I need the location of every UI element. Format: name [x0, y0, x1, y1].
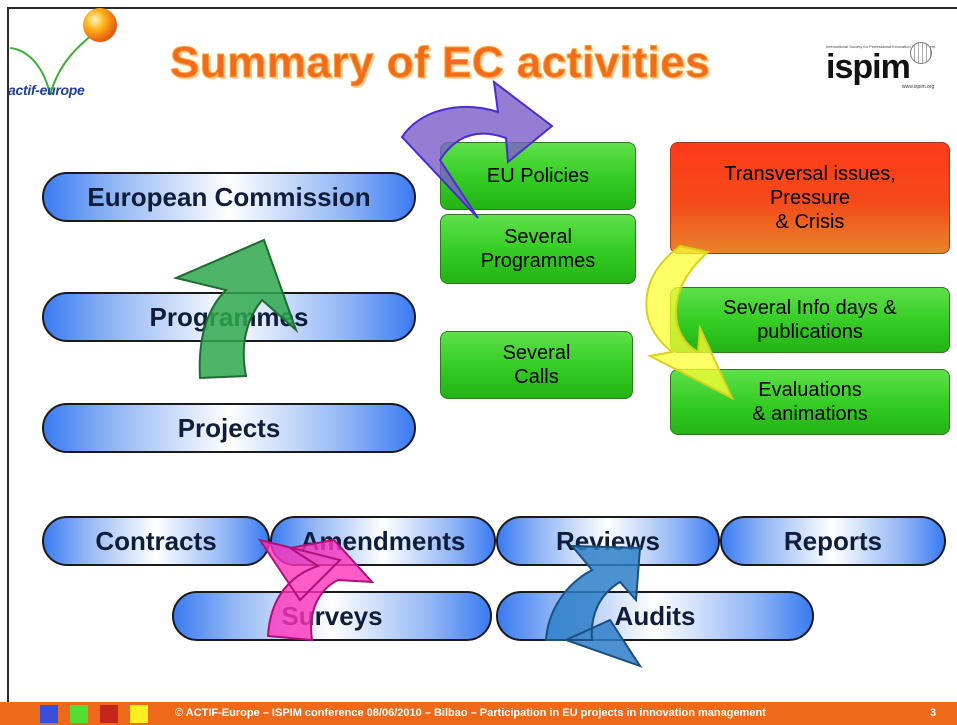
box-transversal-issues: Transversal issues, Pressure & Crisis	[670, 142, 950, 254]
slide-title: Summary of EC activities	[169, 38, 711, 88]
footer-square-yellow	[130, 705, 148, 723]
pill-projects: Projects	[42, 403, 416, 453]
ispim-logo: International Society for Professional I…	[826, 40, 957, 100]
pill-contracts: Contracts	[42, 516, 270, 566]
footer-square-green	[70, 705, 88, 723]
ispim-logo-tagline: International Society for Professional I…	[826, 44, 936, 49]
box-several-calls: Several Calls	[440, 331, 633, 399]
actif-europe-emblem-icon	[9, 8, 117, 96]
box-eu-policies: EU Policies	[440, 142, 636, 210]
box-evaluations: Evaluations & animations	[670, 369, 950, 435]
footer-square-blue	[40, 705, 58, 723]
actif-europe-logo: actif-europe	[0, 0, 125, 125]
box-info-days: Several Info days & publications	[670, 287, 950, 353]
pill-amendments: Amendments	[270, 516, 496, 566]
pill-surveys: Surveys	[172, 591, 492, 641]
pill-audits: Audits	[496, 591, 814, 641]
footer-square-red	[100, 705, 118, 723]
ispim-logo-url: www.ispim.org	[902, 84, 935, 90]
page-number: 3	[930, 707, 937, 719]
ispim-logo-text: ispim	[826, 48, 911, 86]
globe-icon	[910, 42, 932, 64]
pill-reviews: Reviews	[496, 516, 720, 566]
actif-europe-logo-text: actif-europe	[8, 82, 85, 98]
footer-text: © ACTIF-Europe – ISPIM conference 08/06/…	[175, 707, 766, 719]
box-several-programmes: Several Programmes	[440, 214, 636, 284]
pill-european-commission: European Commission	[42, 172, 416, 222]
pill-programmes: Programmes	[42, 292, 416, 342]
pill-reports: Reports	[720, 516, 946, 566]
slide-footer: © ACTIF-Europe – ISPIM conference 08/06/…	[0, 702, 957, 725]
